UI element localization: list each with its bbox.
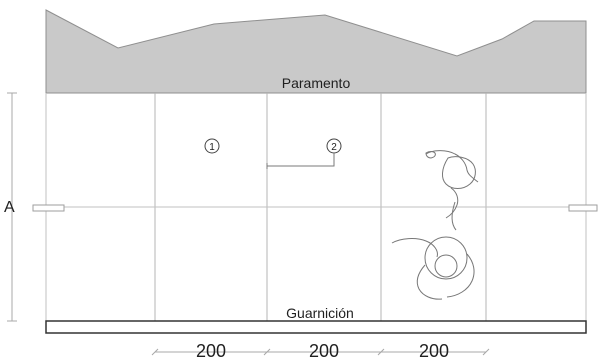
leader-line-2 — [267, 153, 335, 167]
dimension-tick-2 — [263, 348, 271, 356]
marker-text-1: 1 — [209, 142, 215, 153]
right-side-marker — [568, 204, 598, 212]
marker-circle-1 — [204, 138, 220, 154]
person-head — [434, 254, 458, 278]
person-shoulders — [424, 236, 468, 280]
dimension-label-2: 200 — [309, 341, 339, 360]
dog-back — [442, 156, 476, 189]
top-label: Paramento — [282, 75, 351, 91]
left-side-marker — [32, 204, 65, 212]
bottom-label: Guarnición — [286, 305, 354, 321]
a-label: A — [4, 199, 15, 216]
person-arm-left — [391, 238, 438, 258]
guarnicion-curb — [45, 320, 587, 334]
person-body-left — [416, 264, 443, 300]
dog-head — [425, 151, 436, 159]
person-arm-top — [451, 201, 457, 231]
dimension-label-1: 200 — [196, 341, 226, 360]
dimension-tick-4 — [482, 348, 490, 356]
dimension-label-3: 200 — [419, 341, 449, 360]
dimension-tick-3 — [377, 348, 385, 356]
marker-text-2: 2 — [331, 142, 337, 153]
person-body-right — [446, 253, 475, 298]
dimension-tick-1 — [151, 348, 159, 356]
pedestrian-with-dog-figure — [391, 150, 479, 300]
dog-body-outline — [425, 150, 479, 183]
dog-rear-leg — [445, 187, 459, 219]
